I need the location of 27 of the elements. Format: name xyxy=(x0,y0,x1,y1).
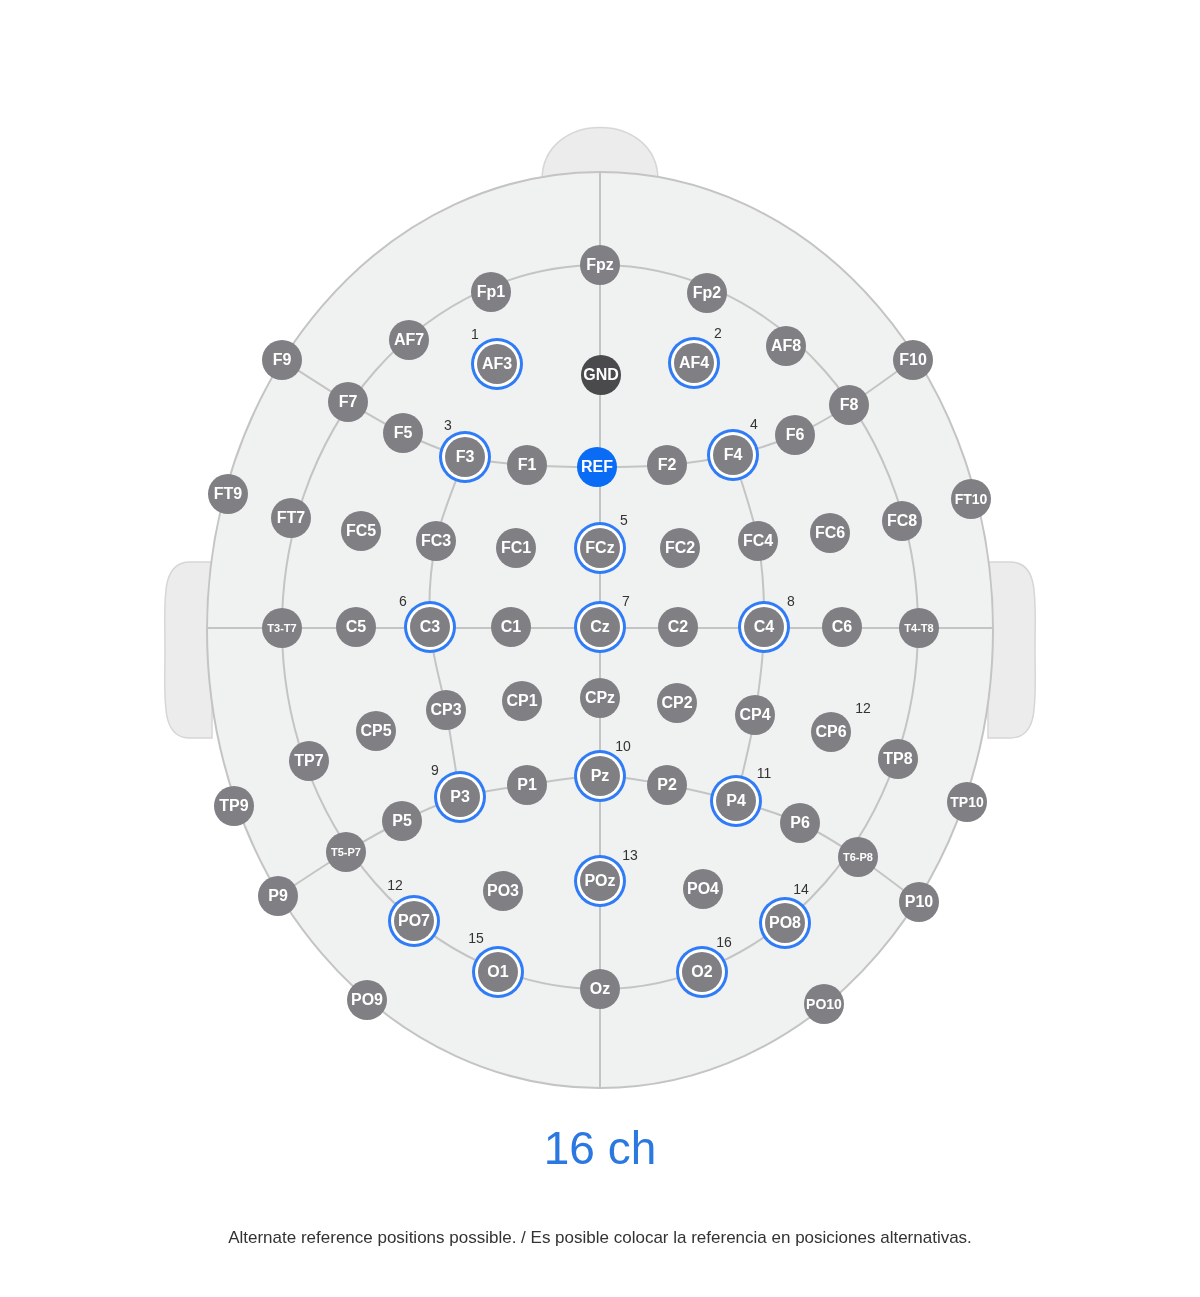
channel-number: 13 xyxy=(622,848,638,862)
channel-number: 4 xyxy=(750,417,758,431)
channel-number: 8 xyxy=(787,594,795,608)
channel-number: 1 xyxy=(471,327,479,341)
channel-number: 3 xyxy=(444,418,452,432)
electrode: FT9 xyxy=(208,474,248,514)
electrode: TP9 xyxy=(214,786,254,826)
channel-number: 5 xyxy=(620,513,628,527)
channel-number: 15 xyxy=(468,931,484,945)
channel-number: 12 xyxy=(855,701,871,715)
channel-number: 10 xyxy=(615,739,631,753)
electrode: PO9 xyxy=(347,980,387,1020)
channel-number: 7 xyxy=(622,594,630,608)
electrode: TP10 xyxy=(947,782,987,822)
channel-number: 2 xyxy=(714,326,722,340)
channel-count-title: 16 ch xyxy=(543,1121,657,1176)
channel-number: 9 xyxy=(431,763,439,777)
channel-number: 12 xyxy=(387,878,403,892)
electrode: P10 xyxy=(899,882,939,922)
electrode: FT10 xyxy=(951,479,991,519)
channel-number: 6 xyxy=(399,594,407,608)
channel-number: 14 xyxy=(793,882,809,896)
channel-number: 16 xyxy=(716,935,732,949)
electrode: F9 xyxy=(262,340,302,380)
electrode: P9 xyxy=(258,876,298,916)
channel-number: 11 xyxy=(756,766,772,780)
caption: Alternate reference positions possible. / Es posible colocar la referencia en posiciones alternativas. xyxy=(228,1227,972,1249)
